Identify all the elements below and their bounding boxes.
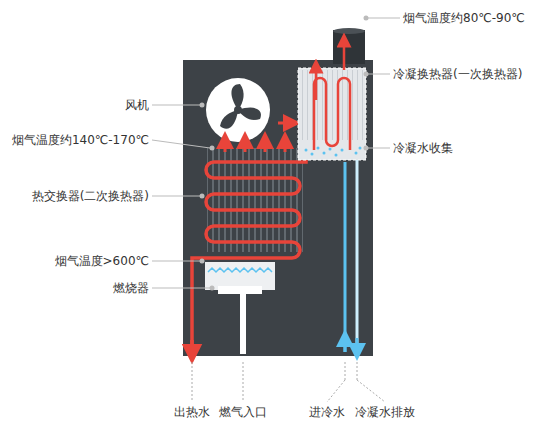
port-label: 燃气入口 (218, 405, 268, 419)
port-label: 出热水 (173, 405, 211, 419)
fan (206, 78, 270, 142)
part-label: 热交换器(二次换热器) (31, 189, 150, 203)
port-label: 冷凝水排放 (354, 405, 416, 419)
chimney (333, 30, 365, 64)
part-label: 冷凝水收集 (392, 141, 454, 155)
port-label: 进冷水 (308, 405, 346, 419)
temperature-label: 烟气温度>600℃ (54, 254, 150, 268)
temperature-label: 烟气温度约140℃-170℃ (11, 133, 150, 147)
condensate-drain (356, 160, 359, 350)
part-label: 燃烧器 (112, 281, 150, 295)
part-label: 冷凝换热器(一次换热器) (392, 67, 523, 81)
temperature-label: 烟气温度约80℃-90℃ (402, 11, 526, 25)
condensing-heat-exchanger (298, 68, 366, 160)
burner (205, 262, 275, 290)
housing (183, 60, 373, 356)
heat-exchanger-coil (192, 100, 306, 352)
part-label: 风机 (124, 98, 150, 112)
cold-water-pipe (344, 162, 347, 352)
gas-pipe (240, 292, 246, 354)
